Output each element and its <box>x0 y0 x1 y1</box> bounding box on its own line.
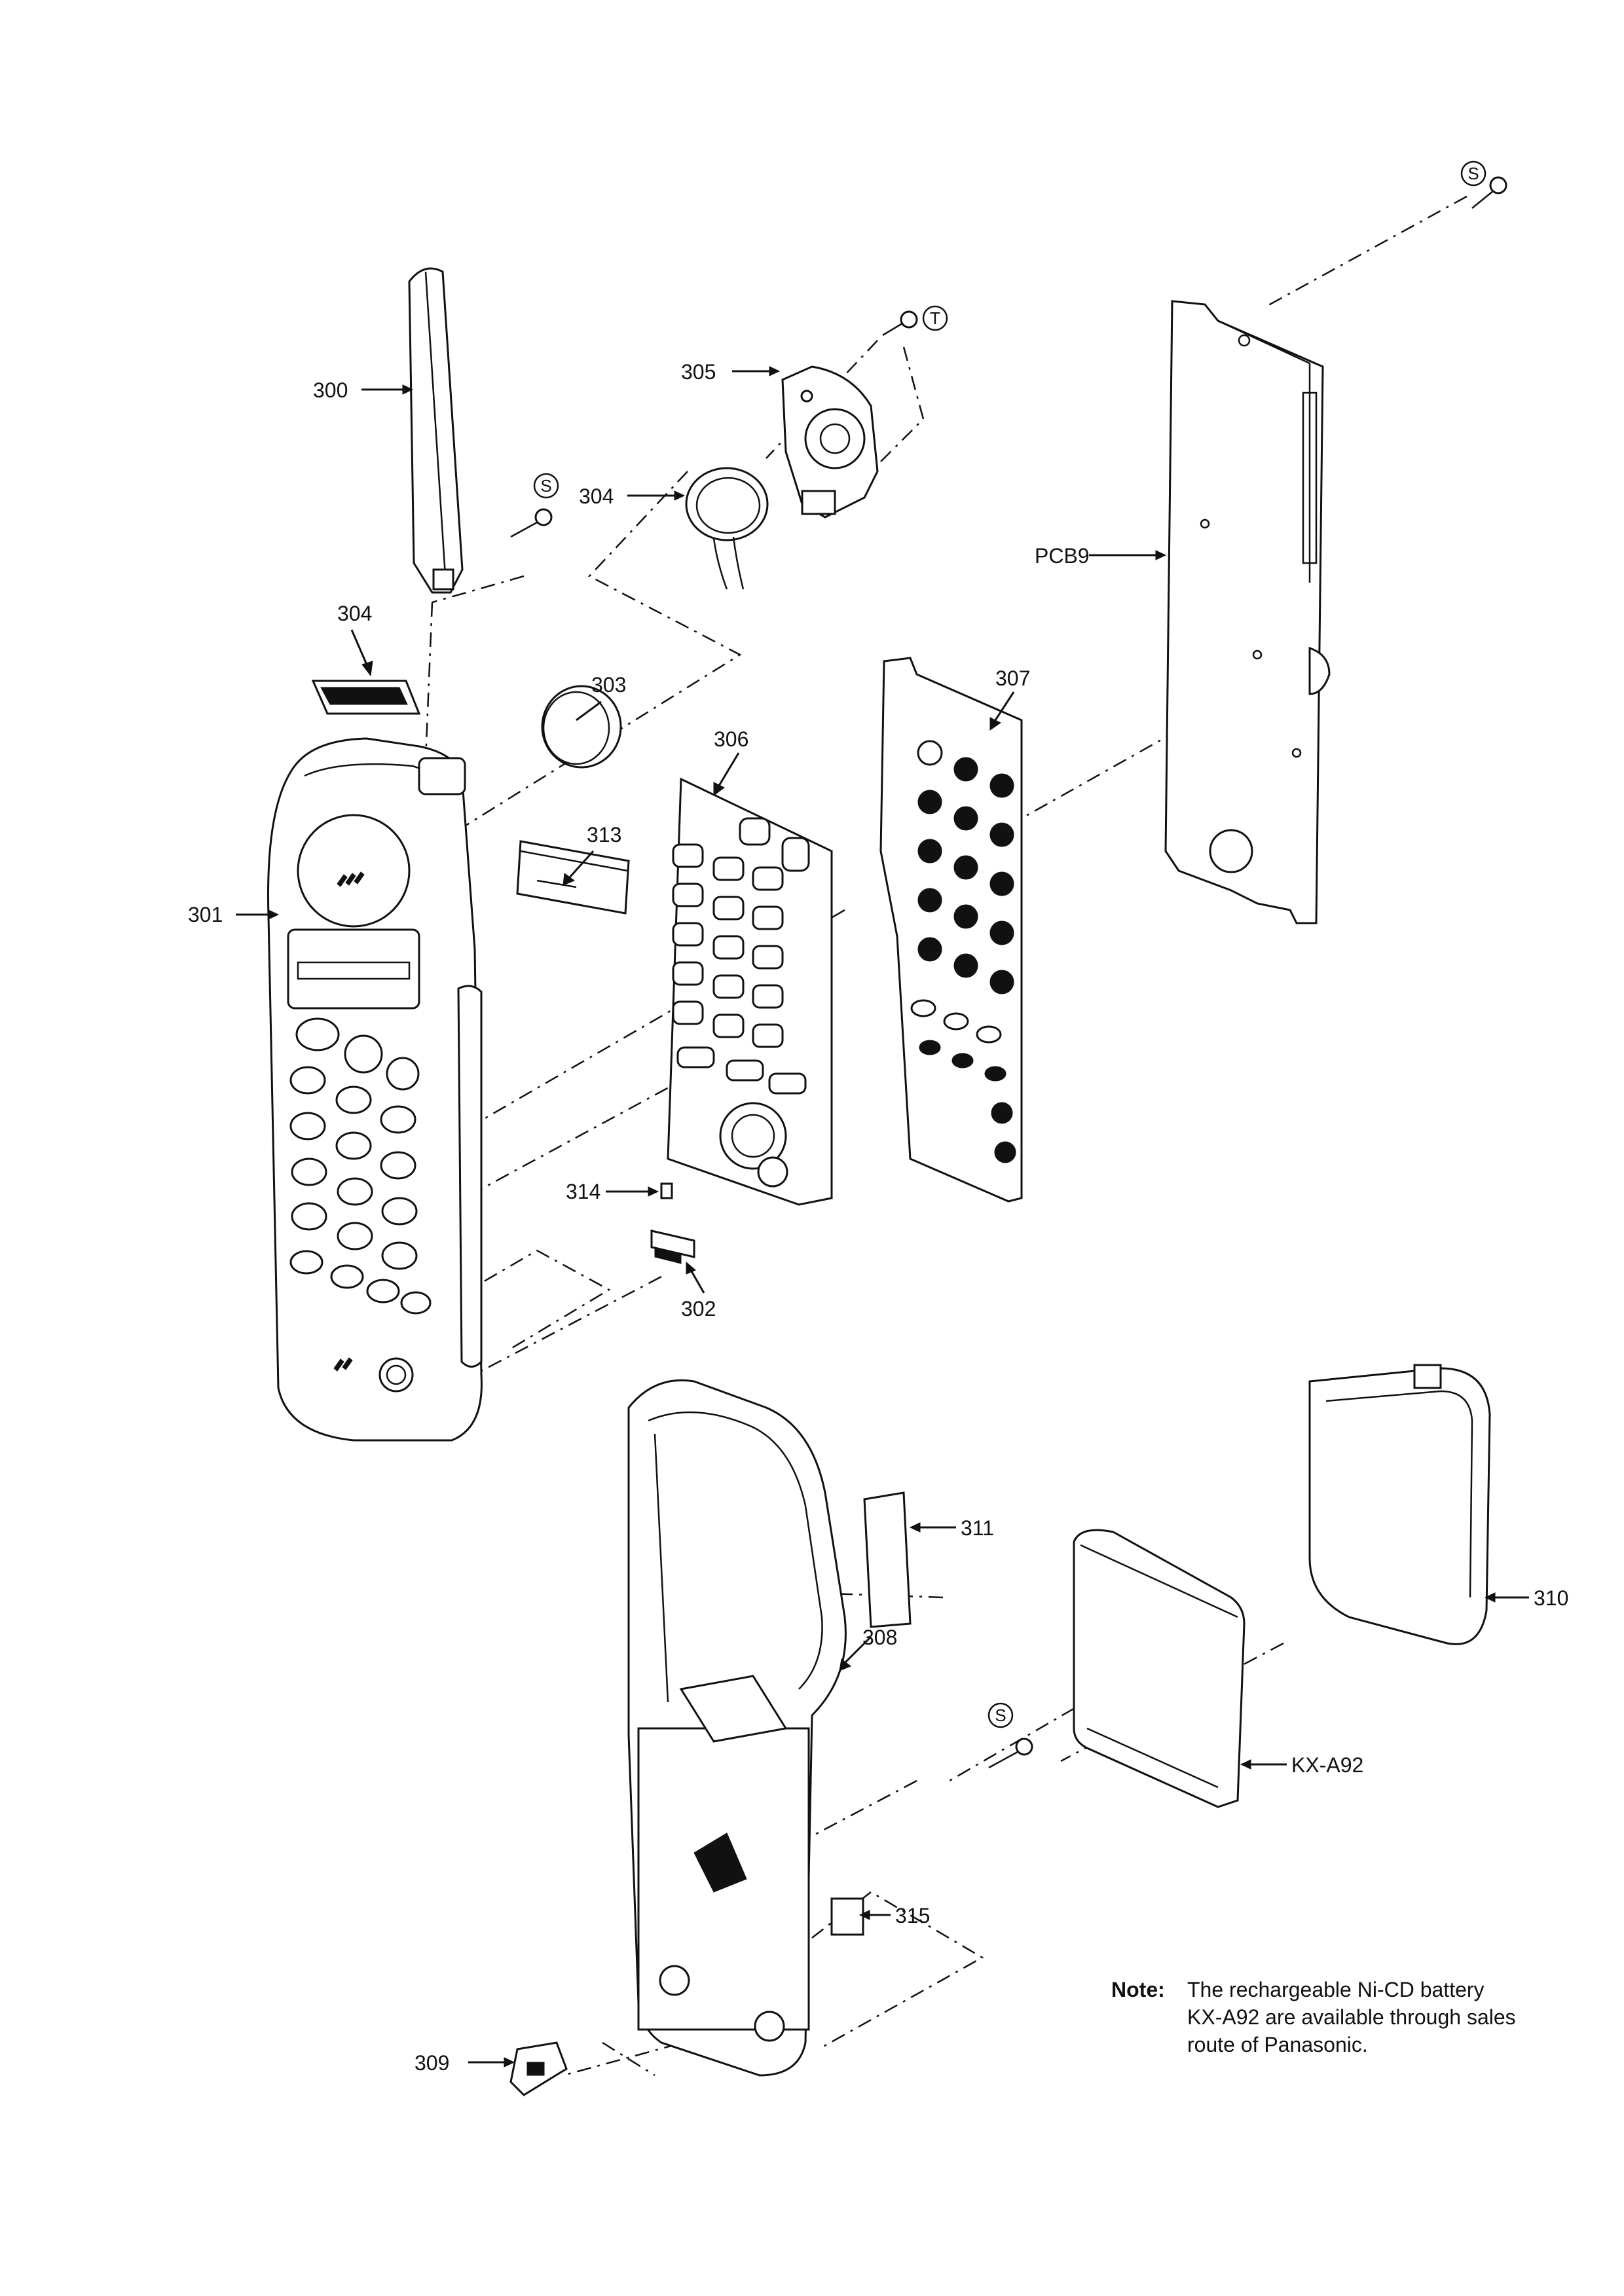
part-308-rear-case <box>627 1379 847 2077</box>
note-line-2: KX-A92 are available through sales <box>1187 2005 1516 2029</box>
label-pcb9: PCB9 <box>1035 544 1090 568</box>
screw-t-cover: T <box>882 305 948 337</box>
screw-antenna: S <box>510 473 559 538</box>
label-314: 314 <box>566 1180 600 1203</box>
svg-text:S: S <box>540 476 551 496</box>
part-303-coin-cell <box>541 685 622 769</box>
label-307: 307 <box>995 666 1030 690</box>
label-310: 310 <box>1534 1586 1568 1610</box>
label-306: 306 <box>714 727 748 751</box>
label-kxa92: KX-A92 <box>1291 1753 1363 1777</box>
label-309: 309 <box>415 2051 449 2075</box>
part-306-keypad <box>667 777 833 1206</box>
part-307-contact-sheet <box>879 657 1023 1203</box>
screw-top-right: S <box>1460 160 1507 209</box>
part-313-bracket <box>516 840 630 915</box>
part-309-clip <box>509 2041 568 2096</box>
note-line-3: route of Panasonic. <box>1187 2033 1368 2056</box>
part-301-front-case <box>267 737 483 1442</box>
part-302-terminal <box>650 1230 695 1264</box>
part-pcb9-board <box>1164 300 1331 924</box>
svg-text:S: S <box>1467 164 1479 183</box>
label-300: 300 <box>313 378 348 402</box>
part-310-battery-cover <box>1308 1364 1491 1645</box>
part-304-label-strip <box>311 680 421 715</box>
label-304-ringer: 304 <box>579 484 614 508</box>
part-labels: 300 304 305 PCB9 304 303 306 307 313 301… <box>188 360 1568 2075</box>
label-305: 305 <box>681 360 716 384</box>
label-315: 315 <box>895 1904 930 1927</box>
note-block: Note: The rechargeable Ni-CD battery KX-… <box>1111 1978 1516 2056</box>
part-kxa92-battery <box>1073 1529 1246 1808</box>
label-301: 301 <box>188 903 223 926</box>
part-315-pad <box>830 1897 864 1936</box>
label-303: 303 <box>591 673 626 697</box>
label-308: 308 <box>862 1626 897 1649</box>
part-305-holder <box>781 365 879 519</box>
part-304-ringer <box>685 467 769 590</box>
label-302: 302 <box>681 1297 716 1321</box>
part-311-label <box>863 1491 912 1628</box>
screw-bottom: S <box>987 1702 1033 1769</box>
part-300-antenna <box>408 267 464 594</box>
label-311: 311 <box>961 1516 994 1540</box>
part-314-spring <box>660 1182 673 1199</box>
svg-text:T: T <box>930 308 940 328</box>
label-313: 313 <box>587 823 621 847</box>
note-heading: Note: <box>1111 1978 1165 2001</box>
label-304-strip: 304 <box>337 602 372 625</box>
svg-text:S: S <box>995 1705 1006 1725</box>
note-line-1: The rechargeable Ni-CD battery <box>1187 1978 1485 2001</box>
leader-arrows <box>236 366 1529 2068</box>
